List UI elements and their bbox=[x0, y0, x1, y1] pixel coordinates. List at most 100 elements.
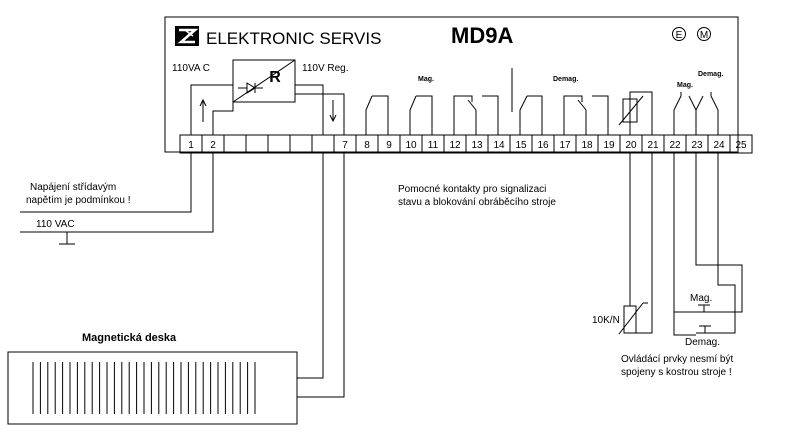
pushbutton-mag-icon bbox=[693, 304, 716, 313]
terminal-label: 12 bbox=[449, 140, 461, 151]
terminal-label: 18 bbox=[581, 140, 593, 151]
supply-wire-2 bbox=[20, 153, 214, 233]
terminal-label: 23 bbox=[691, 140, 703, 151]
label-110vac: 110VA C bbox=[172, 63, 210, 74]
arrow-up-icon bbox=[199, 98, 207, 122]
terminal-2: 2 bbox=[201, 134, 225, 154]
terminal-label: 22 bbox=[669, 140, 681, 151]
terminal-26: 25 bbox=[729, 134, 753, 154]
supply-voltage-label: 110 VAC bbox=[36, 219, 75, 230]
supply-note-line2: napětím je podmínkou ! bbox=[26, 195, 131, 206]
internal-thermistor-icon bbox=[618, 91, 653, 135]
terminal-label: 25 bbox=[735, 140, 747, 151]
terminal-6 bbox=[289, 134, 313, 154]
rectifier-block: R bbox=[232, 59, 296, 103]
terminal-label: 1 bbox=[188, 140, 194, 151]
label-110v-reg: 110V Reg. bbox=[302, 63, 349, 74]
terminal-label: 16 bbox=[537, 140, 549, 151]
terminal-19: 18 bbox=[575, 134, 599, 154]
module-housing bbox=[164, 16, 739, 153]
terminal-24: 23 bbox=[685, 134, 709, 154]
diode-icon bbox=[238, 82, 263, 94]
terminal-18: 17 bbox=[553, 134, 577, 154]
terminal-11: 10 bbox=[399, 134, 423, 154]
terminal-label: 20 bbox=[625, 140, 637, 151]
terminal-22: 21 bbox=[641, 134, 665, 154]
terminal-label: 13 bbox=[471, 140, 483, 151]
ground-icon bbox=[59, 232, 75, 245]
wire-rectifier-t7 bbox=[295, 84, 324, 135]
terminal-20: 19 bbox=[597, 134, 621, 154]
contact-16-17 bbox=[519, 95, 543, 135]
label-mag-small: Mag. bbox=[418, 76, 434, 83]
terminal-1: 1 bbox=[179, 134, 203, 154]
brand-name: ELEKTRONIC SERVIS bbox=[206, 29, 381, 48]
terminal-label: 15 bbox=[515, 140, 527, 151]
terminal-label: 8 bbox=[364, 140, 370, 151]
button-wire-25 bbox=[714, 153, 736, 334]
terminal-label: 21 bbox=[647, 140, 659, 151]
plate-poles bbox=[32, 362, 256, 414]
terminal-14: 13 bbox=[465, 134, 489, 154]
terminal-10: 9 bbox=[377, 134, 401, 154]
terminal-15: 14 bbox=[487, 134, 511, 154]
terminal-label: 2 bbox=[210, 140, 216, 151]
badge-e: E bbox=[672, 27, 686, 41]
terminal-label: 17 bbox=[559, 140, 571, 151]
terminal-17: 16 bbox=[531, 134, 555, 154]
button-demag-label: Demag. bbox=[685, 337, 720, 348]
label-demag-small: Demag. bbox=[553, 76, 578, 83]
contact-13-14-15 bbox=[453, 95, 499, 135]
arrow-down-icon bbox=[329, 100, 337, 123]
aux-note-line1: Pomocné kontakty pro signalizaci bbox=[398, 184, 546, 195]
terminal-label: 19 bbox=[603, 140, 615, 151]
wire-t1-rectifier bbox=[190, 84, 233, 135]
label-mag-right: Mag. bbox=[677, 82, 693, 89]
badge-m: M bbox=[697, 27, 711, 41]
svg-text:M: M bbox=[700, 30, 708, 41]
ez-logo-icon bbox=[175, 26, 199, 46]
terminal-21: 20 bbox=[619, 134, 643, 154]
terminal-9: 8 bbox=[355, 134, 379, 154]
supply-note-line1: Napájení střídavým bbox=[30, 182, 116, 193]
wire-rectifier-t8 bbox=[295, 93, 345, 135]
magnetic-plate bbox=[7, 351, 298, 425]
terminal-12: 11 bbox=[421, 134, 445, 154]
terminal-4 bbox=[245, 134, 269, 154]
contact-18-19-20 bbox=[563, 95, 609, 135]
terminal-5 bbox=[267, 134, 291, 154]
pushbutton-demag-icon bbox=[696, 325, 714, 334]
terminal-label: 9 bbox=[386, 140, 392, 151]
button-wire-24 bbox=[695, 153, 708, 266]
button-wire-mag bbox=[674, 264, 743, 313]
terminal-16: 15 bbox=[509, 134, 533, 154]
plate-wire-1 bbox=[297, 153, 324, 379]
terminal-label: 24 bbox=[713, 140, 725, 151]
terminal-label: 14 bbox=[493, 140, 505, 151]
aux-note-line2: stavu a blokování obráběcího stroje bbox=[398, 197, 556, 208]
plate-wire-2 bbox=[297, 153, 345, 398]
supply-wire-1 bbox=[20, 153, 192, 213]
terminal-3 bbox=[223, 134, 247, 154]
thermistor-icon bbox=[618, 302, 648, 335]
wire-t2-rectifier bbox=[212, 102, 234, 135]
label-demag-right: Demag. bbox=[698, 71, 723, 78]
terminal-8: 7 bbox=[333, 134, 357, 154]
terminal-label: 11 bbox=[428, 140, 439, 151]
terminal-25: 24 bbox=[707, 134, 731, 154]
terminal-label: 10 bbox=[405, 140, 417, 151]
contact-23-24-25 bbox=[673, 92, 719, 135]
sensor-wire-2 bbox=[630, 153, 653, 334]
svg-text:E: E bbox=[676, 30, 683, 41]
terminal-23: 22 bbox=[663, 134, 687, 154]
button-wire-common bbox=[673, 153, 696, 336]
contact-9-10 bbox=[365, 95, 389, 135]
plate-label: Magnetická deska bbox=[82, 332, 177, 344]
button-mag-label: Mag. bbox=[690, 293, 712, 304]
warning-line2: spojeny s kostrou stroje ! bbox=[621, 367, 732, 378]
terminal-label: 7 bbox=[342, 140, 348, 151]
warning-line1: Ovládácí prvky nesmí být bbox=[621, 354, 733, 365]
rectifier-label: R bbox=[269, 69, 281, 86]
